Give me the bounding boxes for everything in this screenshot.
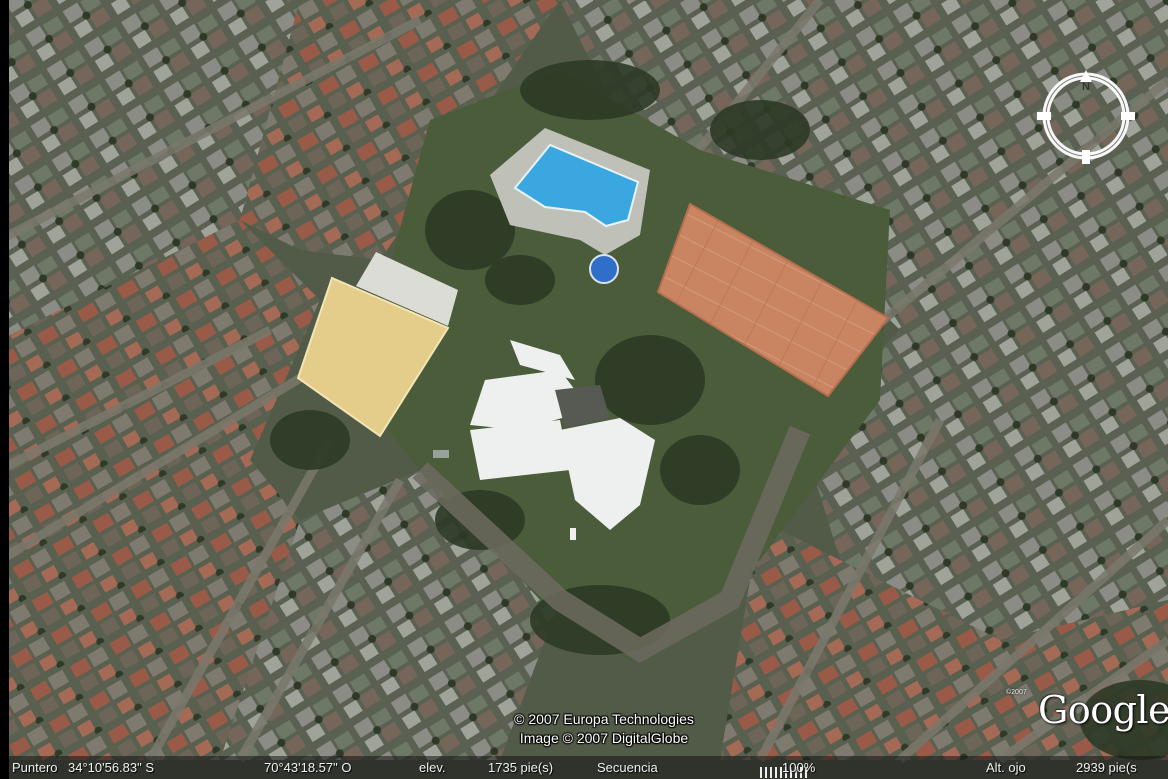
google-logo: Google <box>1038 688 1168 732</box>
imagery-credits: © 2007 Europa Technologies Image © 2007 … <box>468 710 740 748</box>
stream-progress-icon <box>760 762 814 778</box>
residential-block-north <box>240 0 560 260</box>
pointer-label: Puntero <box>12 760 58 775</box>
window-frame-left <box>0 0 9 779</box>
annex-building <box>356 252 458 326</box>
eye-alt-label: Alt. ojo <box>986 760 1026 775</box>
residential-block-east <box>800 300 1168 640</box>
clay-court <box>656 202 890 398</box>
credit-line-europa: © 2007 Europa Technologies <box>514 711 694 727</box>
credit-line-digitalglobe: Image © 2007 DigitalGlobe <box>519 730 689 746</box>
elevation-label: elev. <box>419 760 446 775</box>
parked-car <box>570 528 576 540</box>
yellow-roof-building <box>296 276 450 438</box>
small-copyright: ©2007 <box>1006 689 1027 696</box>
swimming-pool <box>513 143 640 228</box>
elevation-value: 1735 pie(s) <box>488 760 554 775</box>
latitude-value: 34°10'56.83" S <box>68 760 155 775</box>
stream-percent: 100% <box>782 760 816 775</box>
compass-control[interactable]: N <box>1034 64 1138 168</box>
wading-pool <box>589 254 619 284</box>
main-building <box>470 340 655 530</box>
eye-alt-value: 2939 pie(s <box>1076 760 1137 775</box>
residential-block-sw <box>0 460 300 760</box>
status-bar: Puntero 34°10'56.83" S 70°43'18.57" O el… <box>0 756 1168 779</box>
residential-block-nw <box>0 0 300 340</box>
gravel-path <box>412 425 811 663</box>
compass-north-label: N <box>1082 81 1090 93</box>
residential-block-ne <box>560 0 1168 330</box>
residential-block-se <box>720 520 1168 760</box>
parked-car <box>433 450 449 458</box>
stream-label: Secuencia <box>597 760 658 775</box>
compass-north-icon[interactable]: N <box>1034 64 1138 168</box>
longitude-value: 70°43'18.57" O <box>264 760 352 775</box>
